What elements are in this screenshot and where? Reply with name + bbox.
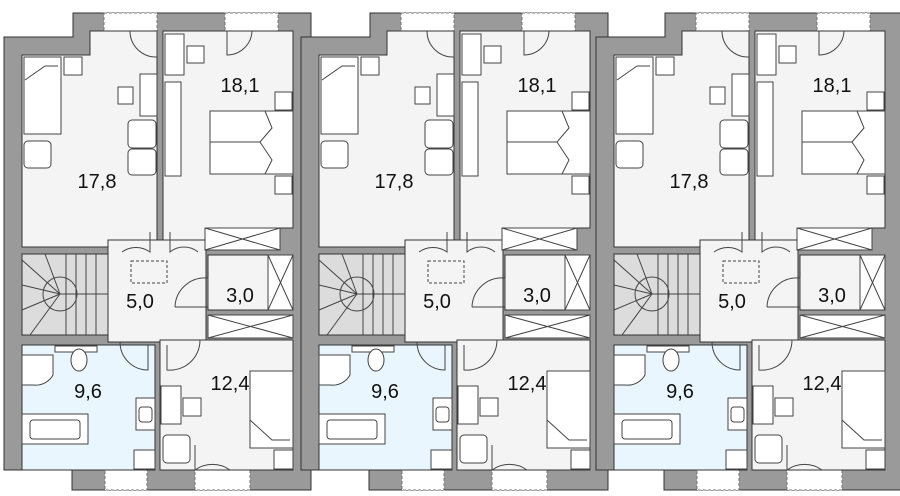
apartment-unit-2: 17,8 18,1 5,0 3,0 9,6 12,4 (300, 12, 609, 491)
room-area-room-b: 18,1 (518, 75, 557, 97)
room-area-room-a: 17,8 (78, 171, 117, 193)
room-area-room-a: 17,8 (670, 171, 709, 193)
room-area-closet: 3,0 (226, 285, 254, 307)
room-area-room-b: 18,1 (813, 75, 852, 97)
apartment-unit-3: 17,8 18,1 5,0 3,0 9,6 12,4 (595, 12, 900, 491)
room-area-room-a: 17,8 (375, 171, 414, 193)
room-area-hall: 5,0 (423, 291, 451, 313)
room-area-hall: 5,0 (126, 291, 154, 313)
room-area-closet: 3,0 (818, 285, 846, 307)
room-area-bathroom: 9,6 (74, 381, 102, 403)
apartment-unit-1: 17,8 18,1 5,0 3,0 9,6 12,4 (3, 12, 312, 491)
room-area-bathroom: 9,6 (666, 381, 694, 403)
room-area-room-c: 12,4 (803, 373, 842, 395)
room-area-bathroom: 9,6 (371, 381, 399, 403)
room-area-room-c: 12,4 (211, 373, 250, 395)
room-area-room-c: 12,4 (508, 373, 547, 395)
room-area-room-b: 18,1 (221, 75, 260, 97)
room-area-closet: 3,0 (523, 285, 551, 307)
room-area-hall: 5,0 (718, 291, 746, 313)
